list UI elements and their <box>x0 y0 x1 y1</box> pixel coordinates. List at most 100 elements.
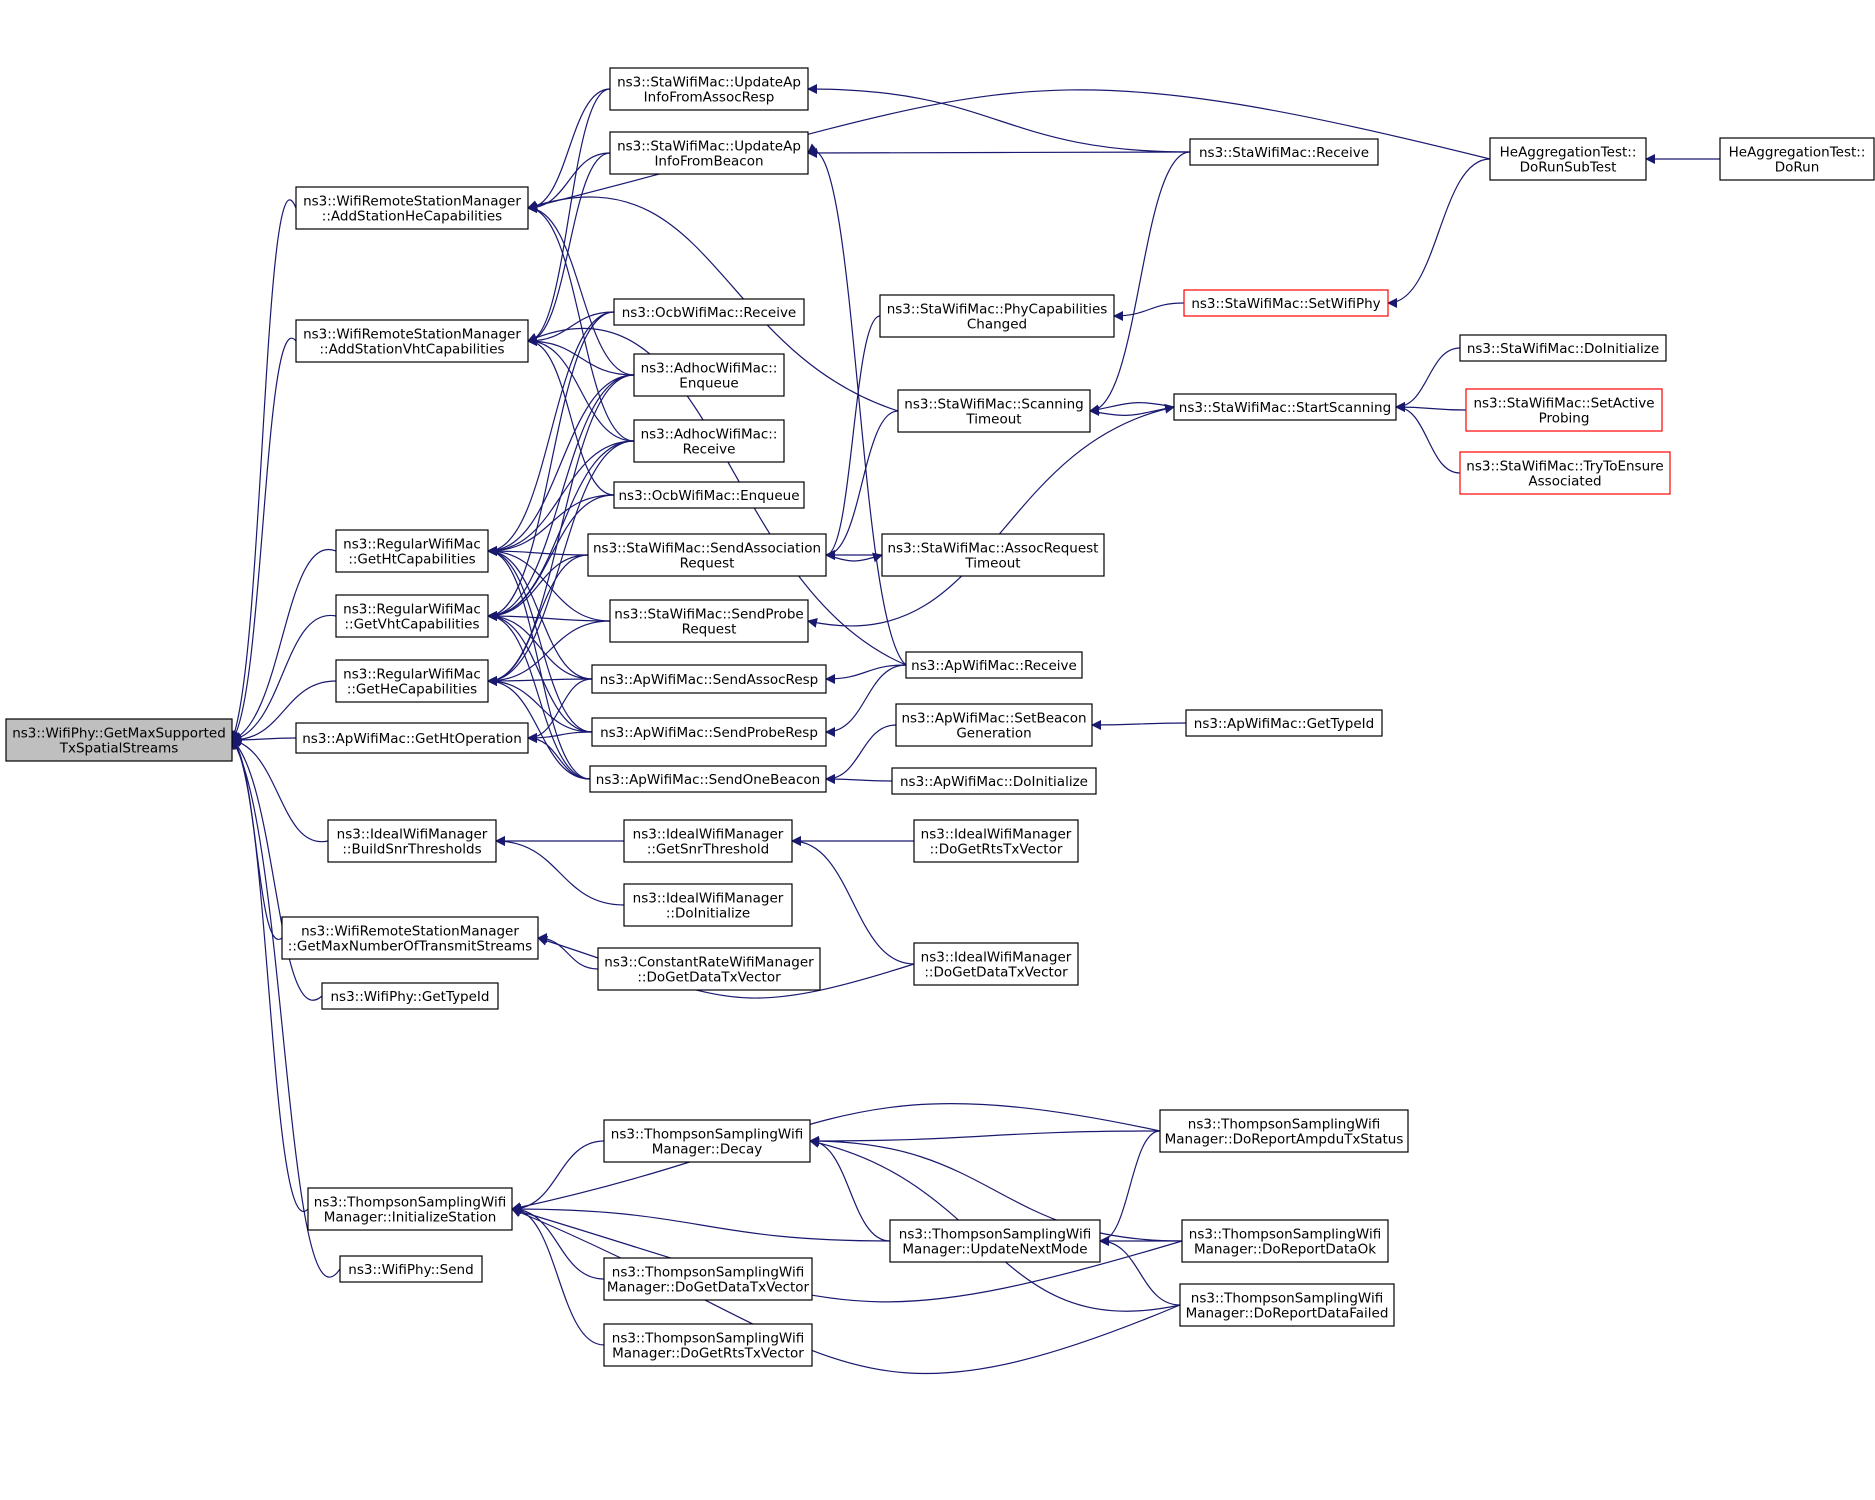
node-label-line: ns3::WifiRemoteStationManager <box>303 327 521 343</box>
node-addHe[interactable]: ns3::WifiRemoteStationManager::AddStatio… <box>295 186 529 230</box>
node-box <box>603 1323 813 1367</box>
node-label-line: ns3::StaWifiMac::UpdateAp <box>617 139 801 155</box>
node-label-line: Associated <box>1528 474 1601 490</box>
node-sendBeacon[interactable]: ns3::ApWifiMac::SendOneBeacon <box>589 765 827 793</box>
node-box <box>327 819 497 863</box>
node-box <box>1719 137 1875 181</box>
node-addVht[interactable]: ns3::WifiRemoteStationManager::AddStatio… <box>295 319 529 363</box>
node-box <box>5 718 233 762</box>
node-box <box>609 599 809 643</box>
node-box <box>891 767 1097 795</box>
node-adhocEnq[interactable]: ns3::AdhocWifiMac::Enqueue <box>633 353 785 397</box>
node-box <box>295 186 529 230</box>
node-tsDataOk[interactable]: ns3::ThompsonSamplingWifiManager::DoRepo… <box>1181 1219 1389 1263</box>
node-idealGetData[interactable]: ns3::IdealWifiManager::DoGetDataTxVector <box>913 942 1079 986</box>
node-getHe[interactable]: ns3::RegularWifiMac::GetHeCapabilities <box>335 659 489 703</box>
node-tsGetData[interactable]: ns3::ThompsonSamplingWifiManager::DoGetD… <box>603 1257 813 1301</box>
node-constGetData[interactable]: ns3::ConstantRateWifiManager::DoGetDataT… <box>597 947 821 991</box>
node-phySend[interactable]: ns3::WifiPhy::Send <box>339 1255 483 1283</box>
node-label-line: ns3::ApWifiMac::DoInitialize <box>900 774 1088 790</box>
node-idealInit[interactable]: ns3::IdealWifiManager::DoInitialize <box>623 883 793 927</box>
node-box <box>889 1219 1101 1263</box>
node-box <box>1185 709 1383 737</box>
node-box <box>335 529 489 573</box>
node-label-line: ns3::WifiRemoteStationManager <box>303 194 521 210</box>
edge-ocbEnq-to-addVht <box>527 336 615 496</box>
node-staDoInit[interactable]: ns3::StaWifiMac::DoInitialize <box>1459 334 1667 362</box>
node-label-line: HeAggregationTest:: <box>1500 145 1637 161</box>
node-staRecv[interactable]: ns3::StaWifiMac::Receive <box>1189 138 1379 166</box>
node-adhocRecv[interactable]: ns3::AdhocWifiMac::Receive <box>633 419 785 463</box>
node-root[interactable]: ns3::WifiPhy::GetMaxSupportedTxSpatialSt… <box>5 718 233 762</box>
node-label-line: ns3::StaWifiMac::SetWifiPhy <box>1191 296 1380 312</box>
nodes-layer: ns3::WifiPhy::GetMaxSupportedTxSpatialSt… <box>5 67 1875 1367</box>
edge-getHe-to-root <box>231 680 337 745</box>
node-tsAmpdu[interactable]: ns3::ThompsonSamplingWifiManager::DoRepo… <box>1159 1109 1409 1153</box>
node-label-line: Enqueue <box>679 376 738 392</box>
node-label-line: Manager::DoReportDataOk <box>1194 1242 1376 1258</box>
node-ocbEnq[interactable]: ns3::OcbWifiMac::Enqueue <box>613 481 805 509</box>
edge-ocbEnq-to-getVht <box>487 494 615 621</box>
edge-ocbRecv-to-addVht <box>527 311 615 346</box>
node-label-line: ns3::IdealWifiManager <box>921 950 1072 966</box>
node-label-line: ns3::WifiRemoteStationManager <box>301 924 519 940</box>
node-sendProbeResp[interactable]: ns3::ApWifiMac::SendProbeResp <box>591 717 827 747</box>
node-label-line: ns3::ThompsonSamplingWifi <box>1189 1227 1381 1243</box>
node-updAssoc[interactable]: ns3::StaWifiMac::UpdateApInfoFromAssocRe… <box>609 67 809 111</box>
node-box <box>613 481 805 509</box>
node-getSnrThr[interactable]: ns3::IdealWifiManager::GetSnrThreshold <box>623 819 793 863</box>
edge-phyCapChg-to-sendAssocReq <box>825 315 881 560</box>
node-ocbRecv[interactable]: ns3::OcbWifiMac::Receive <box>613 298 805 326</box>
node-tsInit[interactable]: ns3::ThompsonSamplingWifiManager::Initia… <box>307 1187 513 1231</box>
node-getMaxNum[interactable]: ns3::WifiRemoteStationManager::GetMaxNum… <box>281 916 539 960</box>
node-label-line: ns3::StaWifiMac::SetActive <box>1473 396 1654 412</box>
edge-tryEnsure-to-startScan <box>1395 402 1461 474</box>
edge-tsAmpdu-to-tsUpdNext <box>1099 1130 1161 1246</box>
node-setWifiPhy[interactable]: ns3::StaWifiMac::SetWifiPhy <box>1183 289 1389 317</box>
node-box <box>591 717 827 747</box>
node-label-line: Probing <box>1539 411 1590 427</box>
node-box <box>281 916 539 960</box>
node-label-line: Timeout <box>964 556 1020 572</box>
node-getVht[interactable]: ns3::RegularWifiMac::GetVhtCapabilities <box>335 594 489 638</box>
edge-addHe-to-root <box>230 199 297 741</box>
node-box <box>1159 1109 1409 1153</box>
node-box <box>633 353 785 397</box>
edge-sendProbeReq-to-getHt <box>487 546 611 622</box>
node-idealGetRts[interactable]: ns3::IdealWifiManager::DoGetRtsTxVector <box>913 819 1079 863</box>
edge-sendAssocReq-to-getVht <box>487 554 589 621</box>
node-tsDataFailed[interactable]: ns3::ThompsonSamplingWifiManager::DoRepo… <box>1179 1283 1395 1327</box>
node-label-line: ns3::StaWifiMac::SendAssociation <box>593 541 821 557</box>
node-tsUpdNext[interactable]: ns3::ThompsonSamplingWifiManager::Update… <box>889 1219 1101 1263</box>
node-sendAssocResp[interactable]: ns3::ApWifiMac::SendAssocResp <box>591 664 827 694</box>
node-getHt[interactable]: ns3::RegularWifiMac::GetHtCapabilities <box>335 529 489 573</box>
node-heAggSub[interactable]: HeAggregationTest::DoRunSubTest <box>1489 137 1647 181</box>
node-label-line: ns3::StaWifiMac::SendProbe <box>614 607 803 623</box>
node-apDoInit[interactable]: ns3::ApWifiMac::DoInitialize <box>891 767 1097 795</box>
edge-apRecv-to-sendProbeResp <box>825 664 907 737</box>
edge-ocbEnq-to-getHt <box>487 494 615 556</box>
edge-sendAssocResp-to-getVht <box>487 611 593 680</box>
node-startScan[interactable]: ns3::StaWifiMac::StartScanning <box>1173 393 1397 421</box>
node-phyTypeId[interactable]: ns3::WifiPhy::GetTypeId <box>321 982 499 1010</box>
edge-constGetData-to-getMaxNum <box>537 933 599 970</box>
node-box <box>1189 138 1379 166</box>
node-getHtOp[interactable]: ns3::ApWifiMac::GetHtOperation <box>295 722 529 754</box>
edge-tsDataOk-to-tsInit <box>511 1206 1183 1303</box>
node-apRecv[interactable]: ns3::ApWifiMac::Receive <box>905 651 1083 679</box>
edge-staDoInit-to-startScan <box>1395 347 1461 412</box>
node-buildSnr[interactable]: ns3::IdealWifiManager::BuildSnrThreshold… <box>327 819 497 863</box>
node-heAggRun[interactable]: HeAggregationTest::DoRun <box>1719 137 1875 181</box>
node-getTypeIdAp[interactable]: ns3::ApWifiMac::GetTypeId <box>1185 709 1383 737</box>
node-tsGetRts[interactable]: ns3::ThompsonSamplingWifiManager::DoGetR… <box>603 1323 813 1367</box>
